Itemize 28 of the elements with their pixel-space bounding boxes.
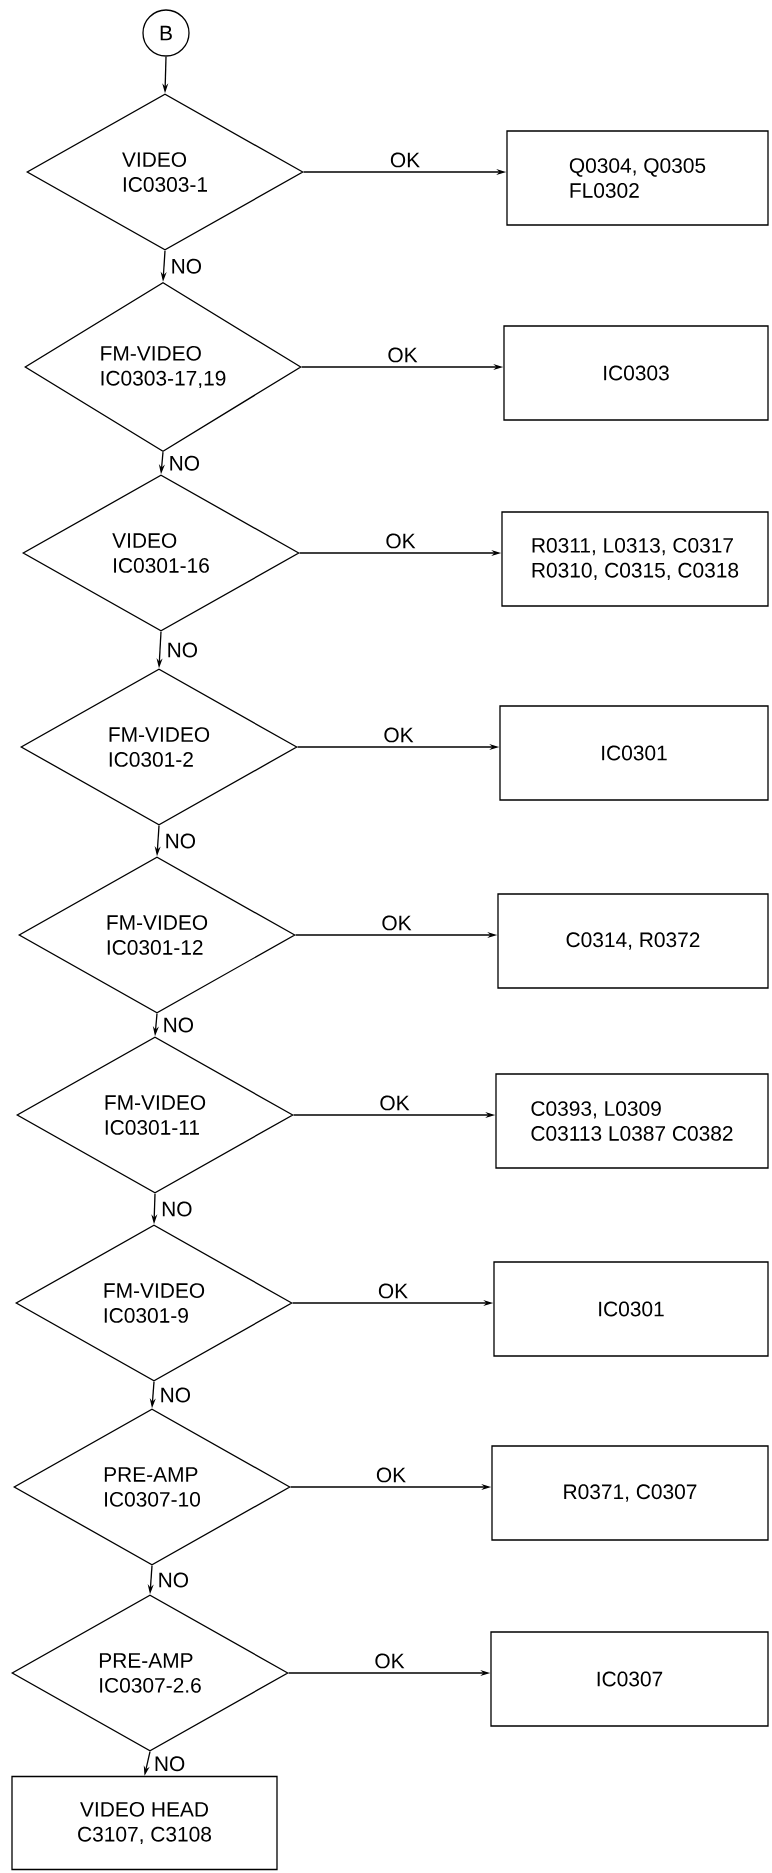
- process-box: C0393, L0309 C03113 L0387 C0382: [495, 1073, 769, 1169]
- edge-label: OK: [388, 347, 418, 363]
- edge-label: OK: [382, 915, 412, 931]
- process-box: IC0307: [490, 1631, 769, 1727]
- process-box: Q0304, Q0305 FL0302: [506, 130, 769, 226]
- process-box: R0311, L0313, C0317 R0310, C0315, C0318: [501, 511, 769, 607]
- edge-label: NO: [172, 258, 201, 274]
- edge-label: OK: [390, 152, 420, 168]
- edge-label: OK: [378, 1283, 408, 1299]
- edge-label: NO: [155, 1756, 185, 1772]
- process-box: IC0301: [493, 1261, 769, 1357]
- process-box: IC0301: [499, 705, 769, 801]
- edge-label: OK: [380, 1095, 410, 1111]
- edge-label: NO: [168, 642, 197, 658]
- edge-label: NO: [161, 1387, 190, 1403]
- process-box: C0314, R0372: [497, 893, 769, 989]
- edge-label: OK: [376, 1467, 406, 1483]
- process-box: IC0303: [503, 325, 769, 421]
- edge-label: OK: [384, 727, 414, 743]
- edge-label: NO: [166, 833, 195, 849]
- edge-label: NO: [162, 1201, 192, 1217]
- process-box: R0371, C0307: [491, 1445, 769, 1541]
- edge-label: OK: [375, 1653, 405, 1669]
- edge-label: OK: [386, 533, 416, 549]
- edge-label: NO: [159, 1572, 188, 1588]
- process-box: VIDEO HEAD C3107, C3108: [11, 1775, 278, 1871]
- edge-label: NO: [164, 1017, 193, 1033]
- edge-label: NO: [170, 455, 199, 471]
